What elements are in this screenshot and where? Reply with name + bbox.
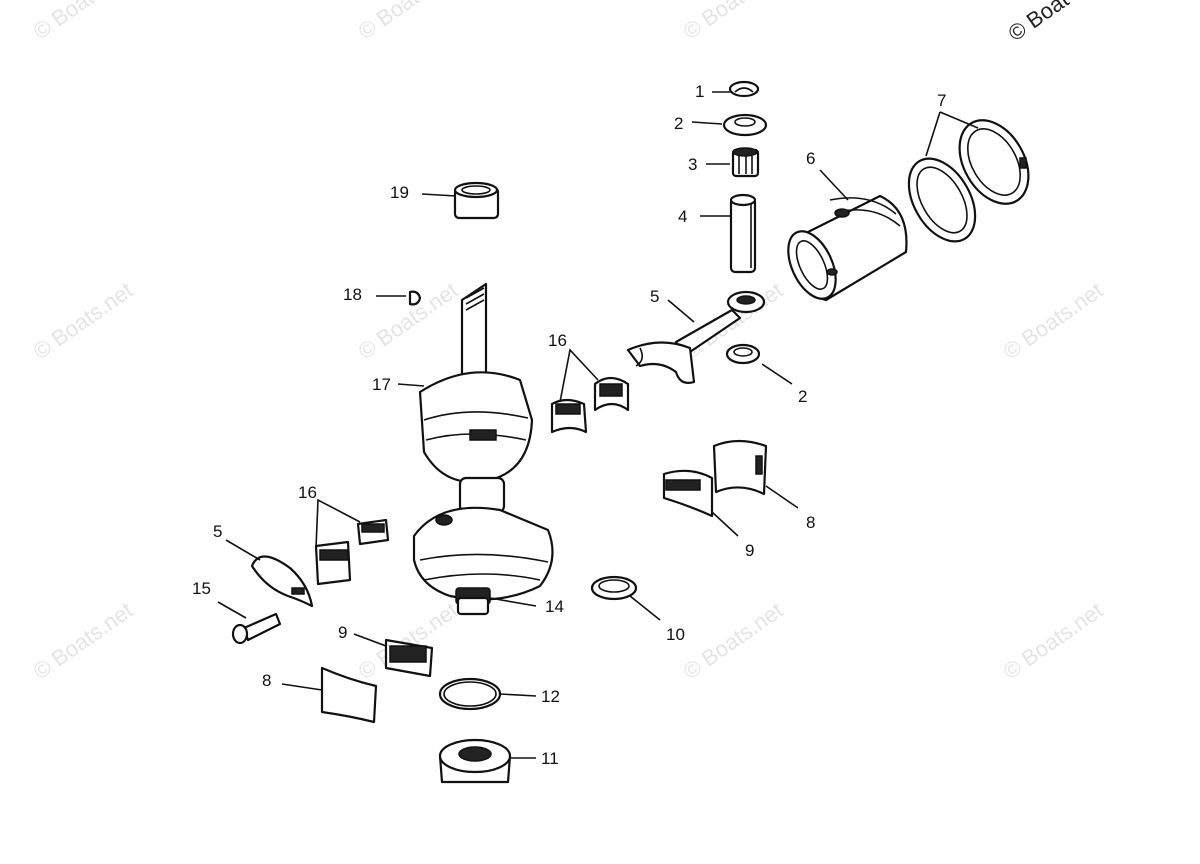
callout-5: 5 bbox=[213, 522, 222, 541]
part-8-bearing-cage bbox=[712, 439, 768, 496]
watermark: © Boats.net bbox=[679, 597, 788, 684]
part-5-rod-cap bbox=[250, 555, 314, 608]
callout-12: 12 bbox=[541, 687, 560, 706]
part-9-main-bearing bbox=[662, 469, 714, 518]
part-7-piston-rings bbox=[907, 119, 1030, 243]
callout-labels: 1 2 3 4 5 6 7 2 8 9 10 11 12 14 15 16 16… bbox=[192, 82, 946, 768]
part-6-piston bbox=[787, 194, 908, 302]
part-3-needle-bearing bbox=[731, 147, 760, 178]
callout-5: 5 bbox=[650, 287, 659, 306]
part-2-thrust-washer bbox=[725, 343, 761, 365]
callout-1: 1 bbox=[695, 82, 704, 101]
corner-watermark: © Boat bbox=[1004, 0, 1074, 46]
callout-7: 7 bbox=[937, 91, 946, 110]
part-8-bearing-cage bbox=[320, 666, 378, 724]
callout-15: 15 bbox=[192, 579, 211, 598]
callout-11: 11 bbox=[541, 749, 559, 768]
part-19-bushing bbox=[453, 181, 500, 220]
part-11-oil-seal bbox=[438, 738, 512, 784]
callout-16: 16 bbox=[298, 483, 317, 502]
part-16-needle-bearing bbox=[550, 376, 630, 434]
leader-lines bbox=[217, 91, 979, 759]
callout-6: 6 bbox=[806, 149, 815, 168]
part-15-rod-bolt bbox=[231, 612, 282, 645]
callout-16: 16 bbox=[548, 331, 567, 350]
callout-17: 17 bbox=[372, 375, 391, 394]
watermark: © Boats.net bbox=[999, 277, 1108, 364]
part-2-thrust-washer bbox=[722, 113, 768, 137]
part-17-crankshaft bbox=[412, 282, 554, 616]
callout-2: 2 bbox=[798, 387, 807, 406]
callout-2: 2 bbox=[674, 114, 683, 133]
part-4-wrist-pin bbox=[729, 193, 757, 274]
callout-8: 8 bbox=[262, 671, 271, 690]
callout-8: 8 bbox=[806, 513, 815, 532]
part-5-connecting-rod bbox=[626, 290, 766, 384]
part-16-needle-bearing bbox=[314, 518, 390, 586]
part-9-main-bearing bbox=[384, 638, 434, 678]
part-12-o-ring bbox=[438, 677, 502, 711]
watermark: © Boats.net bbox=[29, 0, 138, 44]
watermark: © Boats.net bbox=[29, 597, 138, 684]
watermark: © Boats.net bbox=[999, 597, 1108, 684]
part-1-retaining-ring bbox=[728, 80, 760, 98]
watermark: © Boats.net bbox=[29, 277, 138, 364]
part-18-woodruff-key bbox=[408, 290, 422, 306]
callout-14: 14 bbox=[545, 597, 564, 616]
watermark: © Boats.net bbox=[354, 277, 463, 364]
callout-10: 10 bbox=[666, 625, 685, 644]
callout-4: 4 bbox=[678, 207, 687, 226]
watermark: © Boats.net bbox=[679, 0, 788, 44]
part-10-retaining-ring bbox=[590, 575, 638, 601]
callout-19: 19 bbox=[390, 183, 409, 202]
callout-3: 3 bbox=[688, 155, 697, 174]
callout-18: 18 bbox=[343, 285, 362, 304]
callout-9: 9 bbox=[338, 623, 347, 642]
callout-9: 9 bbox=[745, 541, 754, 560]
watermark: © Boats.net bbox=[354, 0, 463, 44]
